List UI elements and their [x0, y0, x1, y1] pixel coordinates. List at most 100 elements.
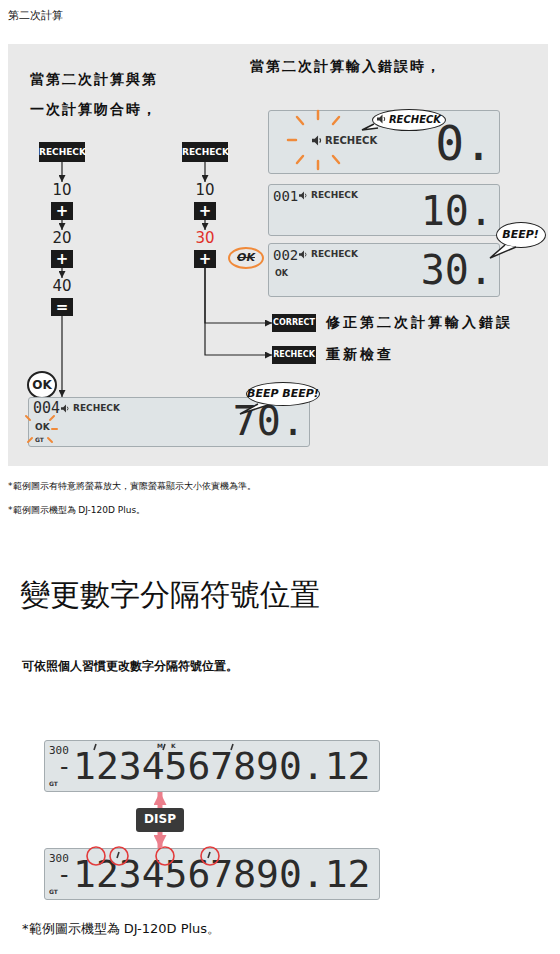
- node-text: +: [51, 250, 73, 268]
- key-step: 40=: [42, 278, 82, 316]
- highlight-circle: [201, 847, 219, 865]
- flash-ray: [50, 416, 54, 420]
- node-text: GT: [49, 781, 58, 787]
- speaker-icon: [299, 191, 306, 199]
- node-text: OK: [29, 379, 55, 393]
- flow-arrow: [61, 268, 62, 278]
- node-text: 004: [33, 401, 60, 416]
- node-text: 30.: [379, 250, 493, 290]
- note-label: *範例圖示機型為 DJ-120D Plus。: [8, 505, 145, 515]
- speaker-icon: [61, 404, 68, 412]
- lcd-display: 002 RECHECK OK 30.: [268, 243, 500, 297]
- node-text: 10.: [379, 191, 493, 231]
- bubble-tail: [490, 245, 516, 258]
- calculator-key: CORRECT: [272, 314, 316, 332]
- section-title: 變更數字分隔符號位置: [20, 578, 320, 613]
- key-step: 30 +: [185, 230, 225, 268]
- node-text: +: [51, 202, 73, 220]
- node-text: 10: [42, 182, 82, 199]
- calculator-key: RECHECK: [272, 346, 316, 364]
- node-text: 002: [273, 248, 298, 262]
- flash-rays: [26, 416, 57, 442]
- node-text: RECHECK: [311, 191, 358, 200]
- speaker-icon: [312, 136, 321, 146]
- node-text: 30: [185, 230, 225, 247]
- node-text: RECHECK: [311, 250, 358, 259]
- flash-ray: [297, 117, 303, 124]
- flow-arrow: [61, 316, 62, 397]
- calculator-key: RECHECK: [182, 142, 228, 162]
- node-text: RECHECK: [73, 404, 120, 413]
- lcd-display: 300MKGT-1234567890.12: [44, 740, 380, 792]
- speech-bubble: BEEP!: [496, 222, 546, 248]
- node-text: OK: [230, 252, 262, 265]
- flash-ray: [333, 156, 339, 163]
- node-text: CORRECT: [272, 318, 316, 327]
- flash-ray: [297, 156, 303, 163]
- node-text: BEEP!: [497, 229, 544, 242]
- node-text: 0.: [379, 119, 493, 167]
- ok-circle: OK: [27, 371, 57, 399]
- separator-mark: [231, 744, 233, 750]
- note-label: 第二次計算: [8, 10, 63, 23]
- flow-arrow: [61, 162, 62, 182]
- node-text: OK: [275, 270, 288, 278]
- lcd-display: RECHECK0.: [268, 110, 500, 174]
- speaker-icon: [377, 115, 385, 124]
- node-text: 20: [42, 230, 82, 247]
- node-text: 300: [49, 745, 69, 756]
- separator-mark: [94, 744, 96, 750]
- node-text: K: [171, 743, 176, 749]
- key-step: 20 +: [42, 230, 82, 268]
- bubble-tail: [362, 124, 378, 130]
- flash-ray: [28, 438, 32, 442]
- node-text: +: [194, 250, 216, 268]
- lcd-display: 001 RECHECK 10.: [268, 184, 500, 236]
- flash-rays: [288, 111, 339, 169]
- node-text: 001: [273, 189, 298, 203]
- flash-ray: [317, 111, 320, 119]
- calculator-key: RECHECK: [39, 142, 85, 162]
- node-text: 10: [185, 182, 225, 199]
- toggle-arrow: [158, 832, 163, 848]
- ok-crossed: OK: [228, 247, 264, 269]
- speaker-icon: [299, 250, 306, 258]
- note-label: 修正第二次計算輸入錯誤: [326, 314, 513, 330]
- node-text: RECHECK: [182, 147, 228, 157]
- node-text: RECHECK: [387, 114, 443, 126]
- node-text: RECHECK: [39, 147, 85, 157]
- node-text: 70.: [179, 401, 305, 441]
- node-text: 300: [49, 853, 69, 864]
- highlight-circle: [156, 847, 174, 865]
- note-label: *範例圖示有特意將螢幕放大，實際螢幕顯示大小依實機為準。: [8, 481, 256, 491]
- flash-ray: [333, 117, 339, 124]
- lcd-display: 004 RECHECK OK GT 70.: [28, 397, 310, 447]
- note-label: 當第二次計算與第一次計算吻合時，: [30, 64, 172, 124]
- node-text: GT: [49, 889, 58, 895]
- node-text: =: [51, 298, 73, 316]
- flash-ray: [48, 438, 52, 442]
- highlight-circle: [110, 847, 128, 865]
- toggle-arrow: [158, 792, 163, 808]
- speech-bubble: BEEP BEEP!: [246, 382, 320, 406]
- disp-key: DISP: [136, 808, 184, 832]
- node-text: GT: [35, 437, 44, 443]
- node-text: BEEP BEEP!: [247, 388, 318, 401]
- node-text: -: [57, 863, 71, 887]
- note-label: *範例圖示機型為 DJ-120D Plus。: [22, 922, 220, 937]
- flash-ray: [26, 416, 30, 420]
- key-step: 10 +: [42, 182, 82, 220]
- node-text: OK: [35, 423, 50, 432]
- flow-arrow: [61, 220, 62, 230]
- note-label: 當第二次計算輸入錯誤時，: [250, 58, 442, 74]
- node-text: M: [157, 743, 163, 749]
- node-text: RECHECK: [272, 350, 316, 359]
- highlight-circles: [87, 847, 219, 865]
- flash-ray: [317, 161, 320, 169]
- node-text: -: [57, 755, 71, 779]
- node-text: +: [194, 202, 216, 220]
- flow-arrow: [204, 162, 205, 182]
